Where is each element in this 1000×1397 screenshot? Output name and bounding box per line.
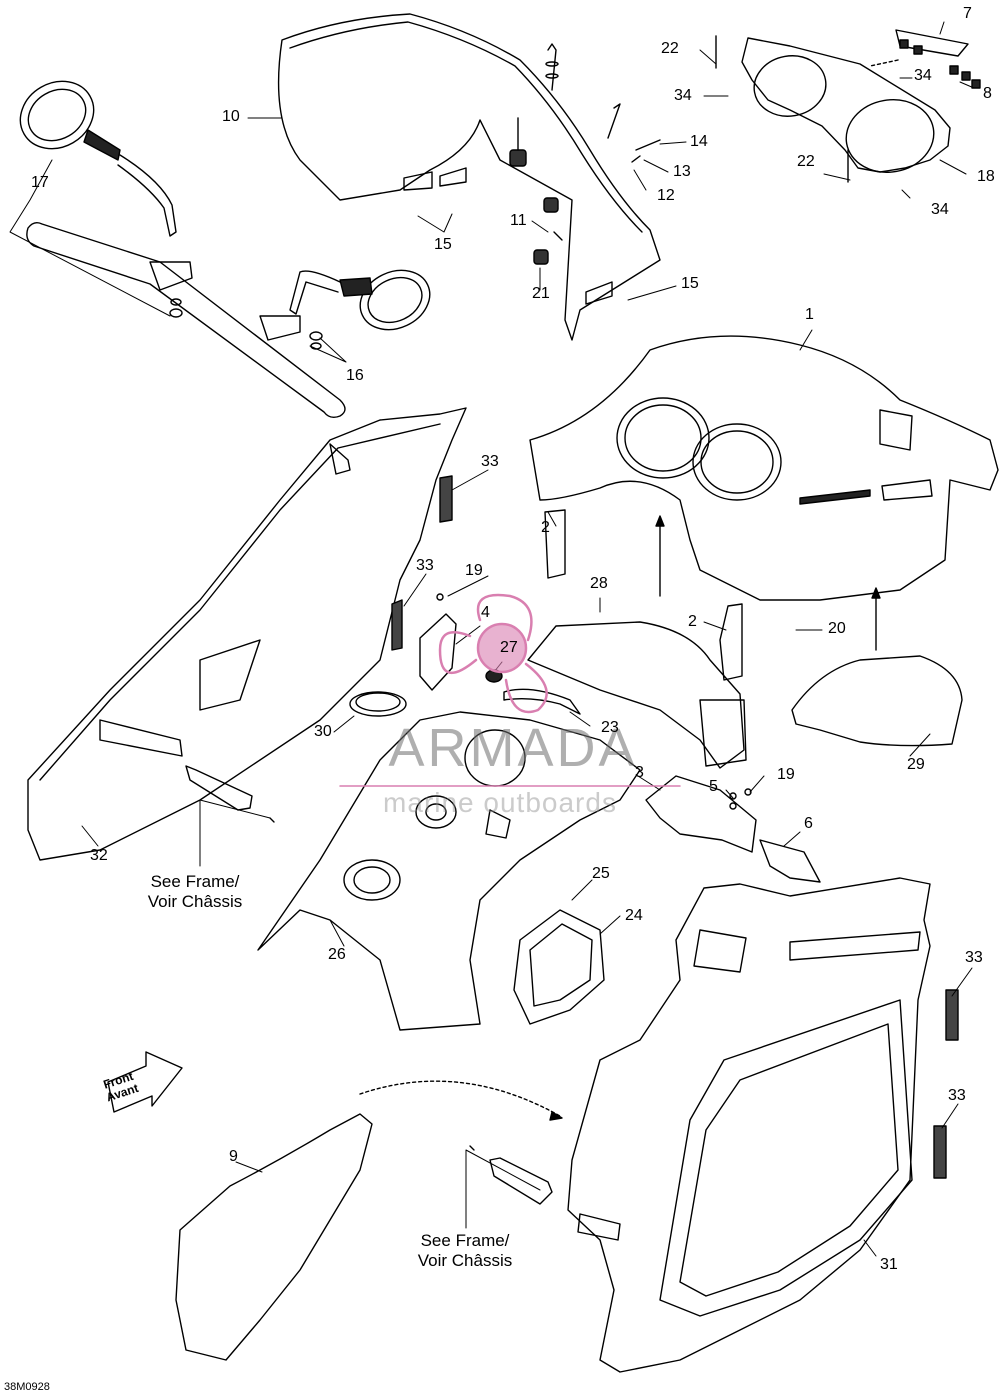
callout-33: 33 [948, 1087, 966, 1104]
glove-box-tray [527, 621, 747, 769]
rear-pad [175, 1113, 373, 1361]
callout-34: 34 [674, 87, 692, 104]
callout-22: 22 [797, 153, 815, 170]
callout-22: 22 [661, 40, 679, 57]
callout-10: 10 [222, 108, 240, 125]
callout-33: 33 [965, 949, 983, 966]
callout-12: 12 [657, 187, 675, 204]
callout-30: 30 [314, 723, 332, 740]
right-bracket [645, 775, 821, 883]
callout-20: 20 [828, 620, 846, 637]
callout-18: 18 [977, 168, 995, 185]
note-line: See Frame/ [420, 1231, 510, 1250]
callout-27: 27 [500, 639, 518, 656]
center-console [257, 711, 641, 1031]
callout-6: 6 [804, 815, 813, 832]
grommet-ring [349, 691, 407, 717]
callout-14: 14 [690, 133, 708, 150]
note-line: Voir Châssis [417, 1251, 513, 1270]
callout-24: 24 [625, 907, 643, 924]
callout-34: 34 [914, 67, 932, 84]
callout-1: 1 [805, 306, 814, 323]
watermark-title: ARMADA [388, 718, 638, 778]
assembly-arrows [359, 59, 899, 1121]
callout-32: 32 [90, 847, 108, 864]
left-side-panel [27, 407, 467, 861]
callout-16: 16 [346, 367, 364, 384]
callout-25: 25 [592, 865, 610, 882]
callout-5: 5 [709, 778, 718, 795]
callout-2: 2 [688, 613, 697, 630]
left-mirror [19, 80, 177, 237]
callout-31: 31 [880, 1256, 898, 1273]
callout-4: 4 [481, 604, 490, 621]
watermark-subtitle: marine outboards [383, 787, 617, 818]
callout-33: 33 [416, 557, 434, 574]
decal-strips [391, 475, 959, 1179]
callout-19: 19 [777, 766, 795, 783]
grab-handle-right [469, 1145, 553, 1205]
leader-lines [9, 21, 975, 1257]
latch-parts [544, 509, 743, 681]
cover-pad [791, 655, 963, 747]
grab-handle-left [185, 765, 275, 823]
callout-8: 8 [983, 85, 992, 102]
windshield [277, 13, 661, 341]
see-frame-note: See Frame/ Voir Châssis [120, 872, 270, 912]
callout-3: 3 [635, 764, 644, 781]
right-side-panel [567, 877, 931, 1373]
windshield-hardware [509, 43, 661, 265]
handlebar [26, 221, 346, 419]
callout-33: 33 [481, 453, 499, 470]
callout-19: 19 [465, 562, 483, 579]
right-mirror [289, 269, 431, 331]
front-fairing [529, 335, 999, 601]
callout-21: 21 [532, 285, 550, 302]
callout-23: 23 [601, 719, 619, 736]
note-line: Voir Châssis [147, 892, 243, 911]
drawing-code: 38M0928 [4, 1381, 50, 1393]
callout-26: 26 [328, 946, 346, 963]
callout-9: 9 [229, 1148, 238, 1165]
note-line: See Frame/ [150, 872, 240, 891]
front-arrow [107, 1051, 183, 1113]
callout-2: 2 [541, 519, 550, 536]
gauge-bracket [715, 29, 981, 183]
callout-15: 15 [681, 275, 699, 292]
storage-bin [513, 909, 605, 1025]
callout-15: 15 [434, 236, 452, 253]
callout-7: 7 [963, 5, 972, 22]
callout-17: 17 [31, 174, 49, 191]
see-frame-note: See Frame/ Voir Châssis [390, 1231, 540, 1271]
callout-34: 34 [931, 201, 949, 218]
callout-28: 28 [590, 575, 608, 592]
callout-13: 13 [673, 163, 691, 180]
watermark-logo [438, 593, 548, 714]
callout-29: 29 [907, 756, 925, 773]
callout-11: 11 [510, 212, 527, 229]
